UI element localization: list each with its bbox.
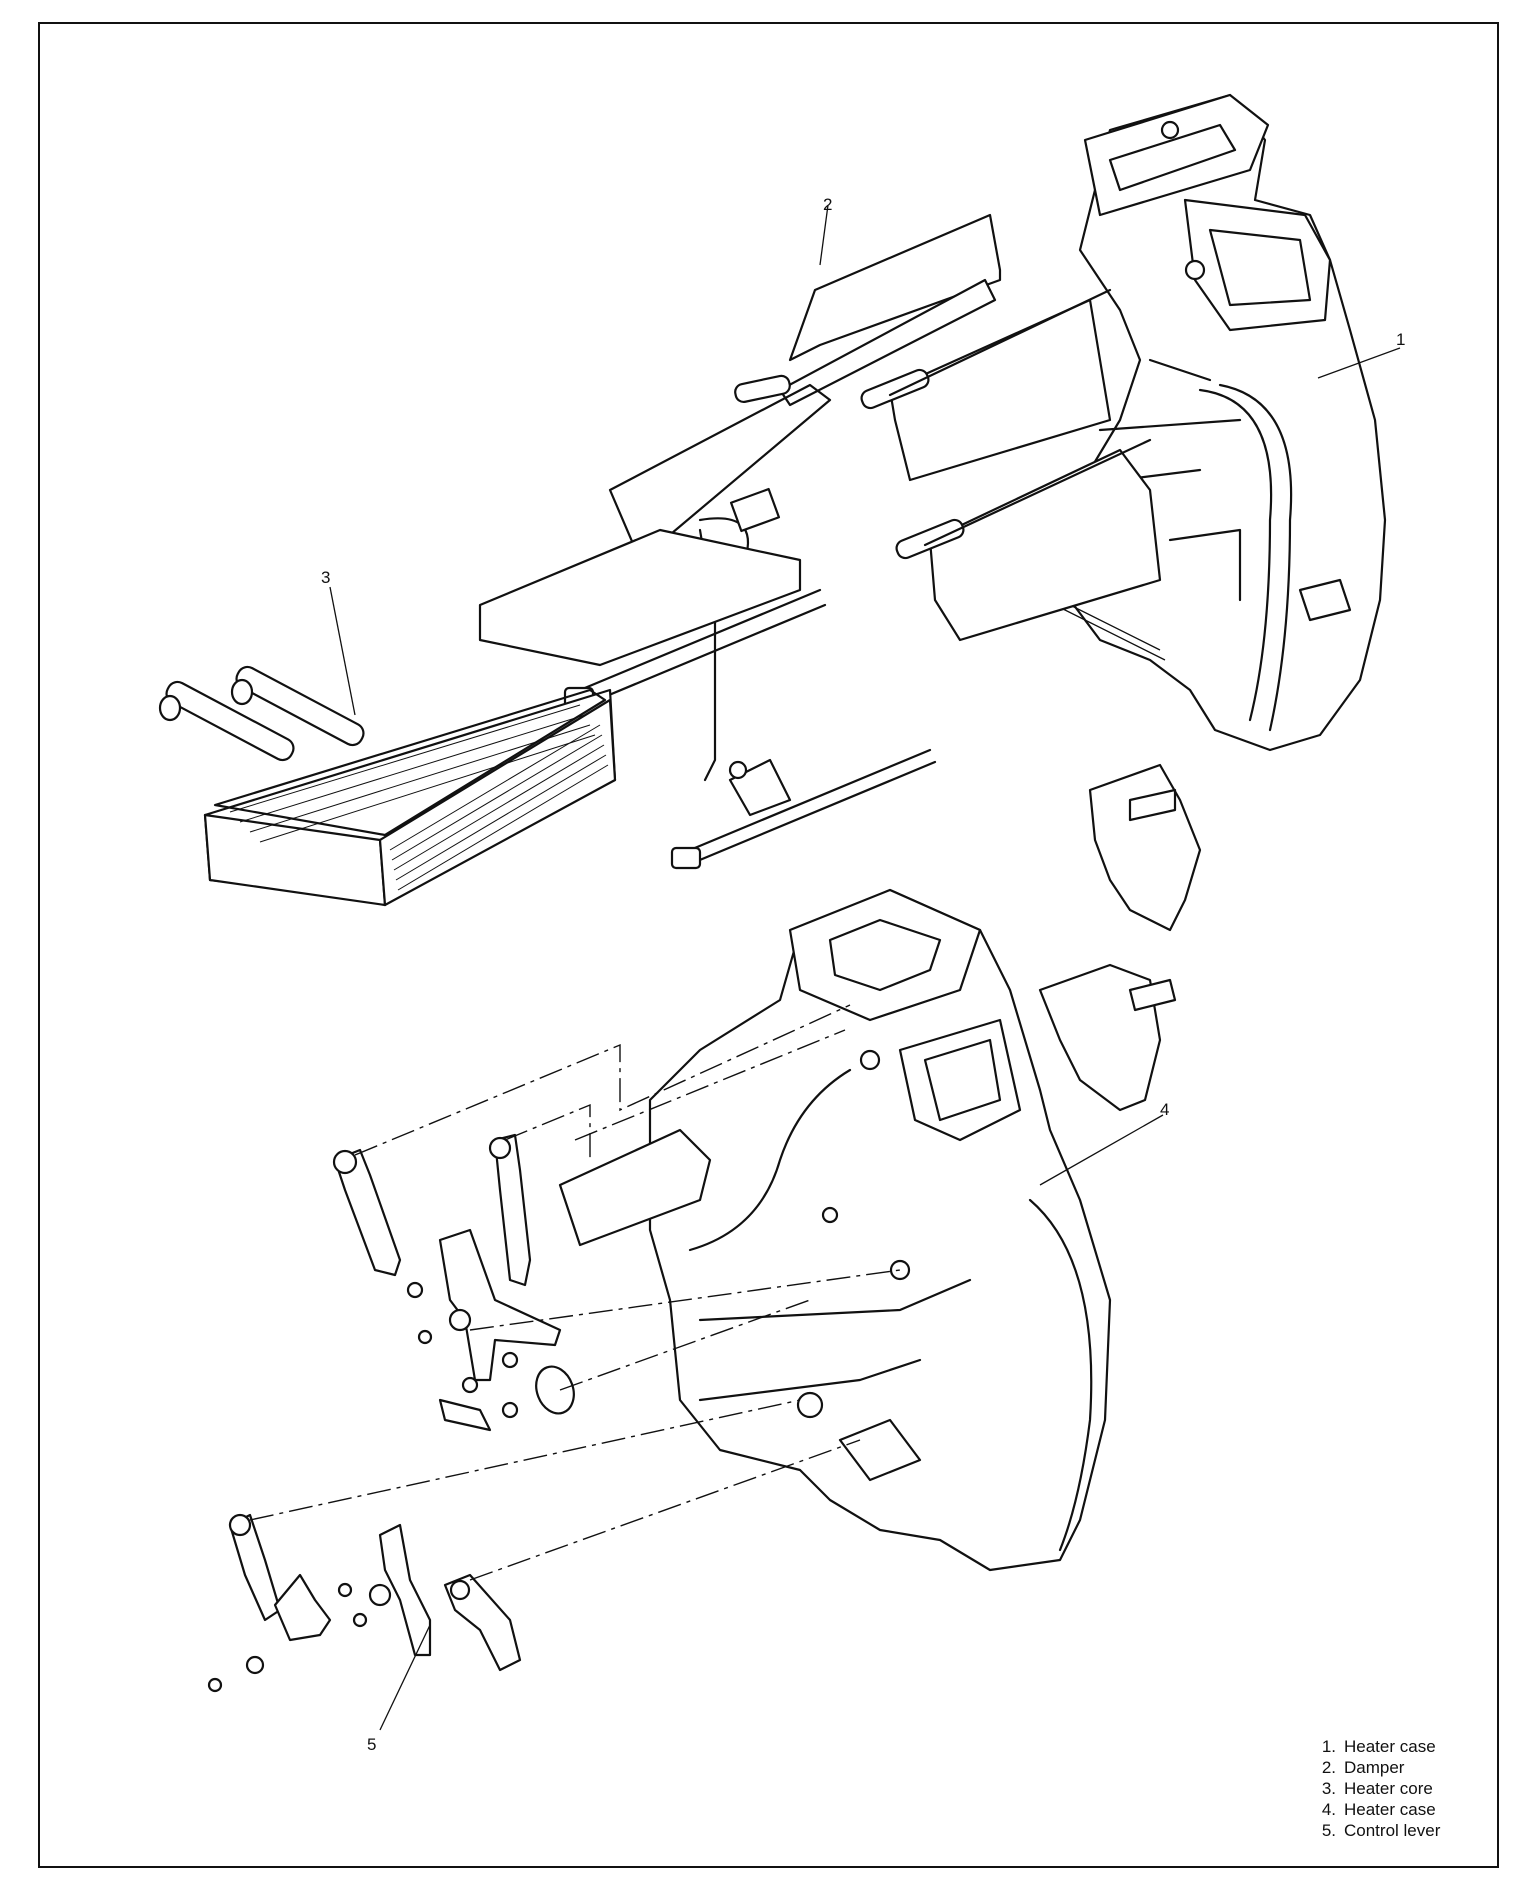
callout-2: 2 (823, 195, 833, 214)
legend-item: 5. Control lever (1310, 1820, 1441, 1841)
drawing-frame (38, 22, 1499, 1868)
leader-lines (329, 204, 1401, 1731)
legend-number: 3. (1321, 1779, 1336, 1798)
legend-item: 2. Damper (1310, 1757, 1440, 1778)
legend-label: Control lever (1344, 1821, 1441, 1840)
legend-item: 3. Heater core (1310, 1778, 1440, 1799)
damper-assembly (478, 213, 1162, 870)
legend-number: 4. (1321, 1800, 1336, 1819)
control-levers (207, 1004, 901, 1693)
legend-number: 2. (1321, 1758, 1336, 1777)
callout-4: 4 (1160, 1100, 1170, 1119)
callout-5: 5 (367, 1735, 377, 1754)
callout-1: 1 (1396, 330, 1406, 349)
callout-3: 3 (321, 568, 331, 587)
legend-number: 1. (1321, 1737, 1336, 1756)
parts-legend: 1. Heater case 2. Damper 3. Heater core 4. H… (1310, 1736, 1441, 1841)
legend-label: Heater case (1344, 1800, 1436, 1819)
legend-number: 5. (1321, 1821, 1336, 1840)
legend-item: 4. Heater case (1310, 1799, 1440, 1820)
side-brackets (1038, 763, 1202, 1112)
legend-label: Heater case (1344, 1737, 1436, 1756)
heater-core (158, 665, 617, 907)
legend-item: 1. Heater case (1310, 1736, 1440, 1757)
legend-label: Heater core (1344, 1779, 1433, 1798)
heater-case-lower (558, 888, 1112, 1572)
legend-label: Damper (1344, 1758, 1405, 1777)
